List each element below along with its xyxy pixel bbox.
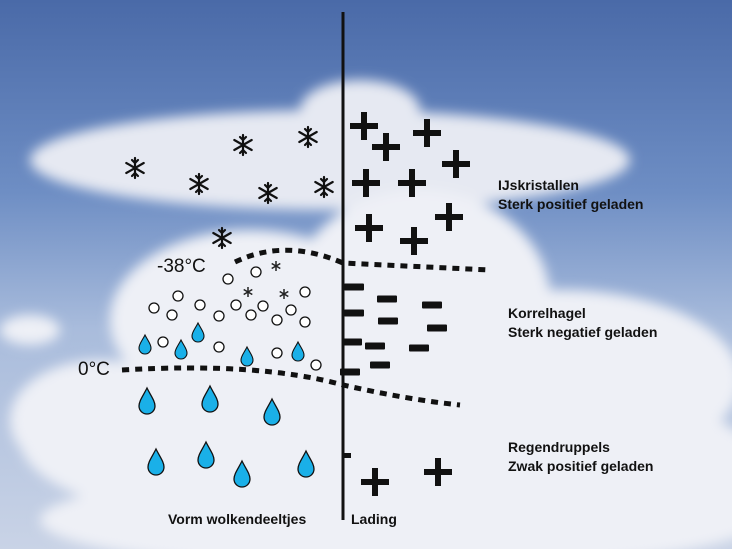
axis-label-charge: Lading: [351, 511, 397, 527]
axis-label-particles: Vorm wolkendeeltjes: [168, 511, 307, 527]
isotherm-minus-38: [233, 247, 491, 273]
layer-charge: Sterk positief geladen: [498, 196, 644, 212]
layer-label-ice: IJskristallen Sterk positief geladen: [498, 176, 643, 214]
isotherm-zero: [121, 365, 461, 408]
layer-charge: Sterk negatief geladen: [508, 324, 658, 340]
isotherm-label-minus-38: -38°C: [157, 256, 206, 277]
negative-charges: [340, 283, 447, 458]
layer-name: Korrelhagel: [508, 305, 586, 321]
layer-charge: Zwak positief geladen: [508, 458, 654, 474]
layer-name: IJskristallen: [498, 177, 579, 193]
isotherm-label-zero: 0°C: [78, 359, 110, 380]
layer-label-graupel: Korrelhagel Sterk negatief geladen: [508, 304, 657, 342]
layer-label-rain: Regendruppels Zwak positief geladen: [508, 438, 653, 476]
layer-name: Regendruppels: [508, 439, 610, 455]
